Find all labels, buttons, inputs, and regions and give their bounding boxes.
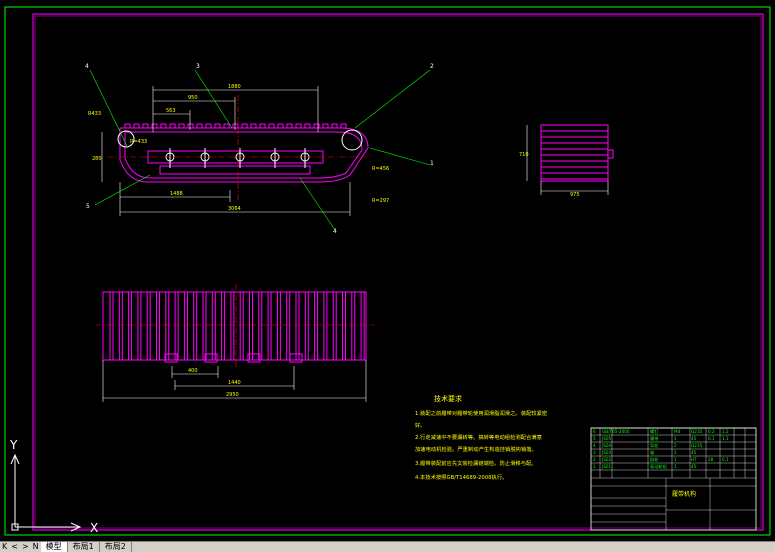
parts-cell-qty: 1 [674,457,677,462]
annotation-r456: R=456 [372,166,389,172]
parts-cell-w1: 0.2 [708,429,715,434]
parts-cell-code: JS01 [601,464,612,469]
front-centerlines [108,95,370,200]
parts-cell-code: GB/T65-2000 [602,429,630,434]
dim-top-mid: 950 [188,95,198,101]
parts-cell-mat: 45 [691,450,697,455]
parts-cell-mat: 45 [691,436,697,441]
parts-cell-no: 2 [593,457,596,462]
dim-plan-overall: 2950 [226,392,239,398]
drawing-frame-inner [34,15,762,529]
parts-cell-w2: 1.1 [722,436,729,441]
first-tab-button[interactable]: K [2,542,8,551]
tech-requirements: 技术要求 1.装配之前履带对履带轮使用润滑脂润滑之。装配较紧密 好。 2.行走减… [415,394,548,481]
plan-dimensions [102,360,367,402]
parts-cell-code: JS05 [601,436,612,441]
parts-cell-name: 导轮 [650,442,659,449]
parts-cell-qty: 2 [674,443,677,448]
annotation-r433-left: R433 [88,111,101,117]
side-dimensions [526,125,609,195]
dim-bottom-overall: 3064 [228,206,241,212]
leader-2: 2 [430,63,434,70]
leader-5: 5 [86,203,90,210]
dim-top-overall: 1880 [228,84,241,90]
ucs-icon [10,453,82,532]
dim-side-height: 710 [519,152,529,158]
parts-cell-no: 6 [593,429,596,434]
dim-left-height: 280 [92,156,102,162]
parts-cell-name: 螺钉 [650,428,659,435]
dim-plan-inner: 400 [188,368,198,374]
leader-3: 3 [196,63,200,70]
sheet-border [4,6,771,536]
annotation-r297: R=297 [372,198,389,204]
dim-top-small: 563 [166,108,176,114]
tech-line-5: 3.履带装配前应先文装检漏链端检。防止滑移与配。 [415,459,537,467]
leader-4-top: 4 [85,63,89,70]
parts-cell-no: 1 [593,464,596,469]
parts-cell-qty: 1 [674,464,677,469]
parts-cell-no: 5 [593,436,596,441]
front-dimensions [101,86,351,216]
parts-cell-no: 4 [593,443,596,448]
parts-cell-mat: Q235 [691,443,703,448]
last-tab-button[interactable]: N [32,542,39,551]
tech-line-3: 2.行走减速中不要漏转等。搞转等电动组检测配合满意 [415,433,542,441]
dim-plan-mid: 1440 [228,380,241,386]
parts-cell-w2: 0.1 [722,457,729,462]
drawing-title: 履带机构 [672,490,696,498]
tech-title: 技术要求 [434,394,462,403]
parts-cell-name: 履带 [650,436,658,442]
parts-cell-mat: 45 [691,464,697,469]
dim-bottom-mid: 1488 [170,191,183,197]
side-view [540,124,614,182]
parts-cell-code: JS03 [601,450,612,455]
tech-line-2: 好。 [415,421,426,429]
parts-cell-code: JS02 [601,457,612,462]
leader-lines [89,69,431,231]
leader-labels: 4 3 2 1 5 4 [85,63,434,235]
drawing-frame [32,13,764,531]
parts-cell-code: JS04 [601,443,612,448]
parts-cell-name: 链轮 [650,456,659,463]
parts-cell-qty: 2 [674,450,677,455]
dim-side-width: 975 [570,192,580,198]
parts-cell-mat: HT [691,457,697,462]
parts-cell-name: 驱动轮组 [650,463,667,470]
tech-line-1: 1.装配之前履带对履带轮使用润滑脂润滑之。装配较紧密 [415,409,548,417]
tech-line-4: 加速电动机检验。严重制动产生构造挂销脱钩销落。 [415,445,537,453]
annotation-r433: R=433 [130,139,147,145]
tech-line-6: 4.本技术按照GB/T14689-2008执行。 [415,473,507,481]
front-view [117,123,369,183]
prev-tab-button[interactable]: < [11,542,18,551]
parts-cell-w2: 1.2 [722,429,729,434]
parts-cell-mat: Q235 [691,429,703,434]
front-dimension-labels: 1880 950 563 280 1488 3064 R433 R=433 R=… [88,84,389,212]
parts-cell-qty: M4 [674,429,681,434]
parts-cell-name: 轴 [650,449,654,456]
tab-layout1[interactable]: 布局1 [68,542,100,552]
plan-view [102,291,367,363]
ucs-x-label: X [90,521,98,535]
parts-cell-no: 3 [593,450,596,455]
parts-cell-w1: 0.1 [708,436,715,441]
tab-layout2[interactable]: 布局2 [100,542,132,552]
plan-centerlines [96,284,374,368]
parts-cell-w1: 28 [708,457,714,462]
leader-1: 1 [430,160,434,167]
layout-tabs-bar: K < > N 模型 布局1 布局2 [0,541,775,552]
next-tab-button[interactable]: > [21,542,29,551]
parts-cell-qty: 1 [674,436,677,441]
leader-4-bottom: 4 [333,228,337,235]
ucs-y-label: Y [9,438,18,452]
tab-model[interactable]: 模型 [40,542,68,552]
